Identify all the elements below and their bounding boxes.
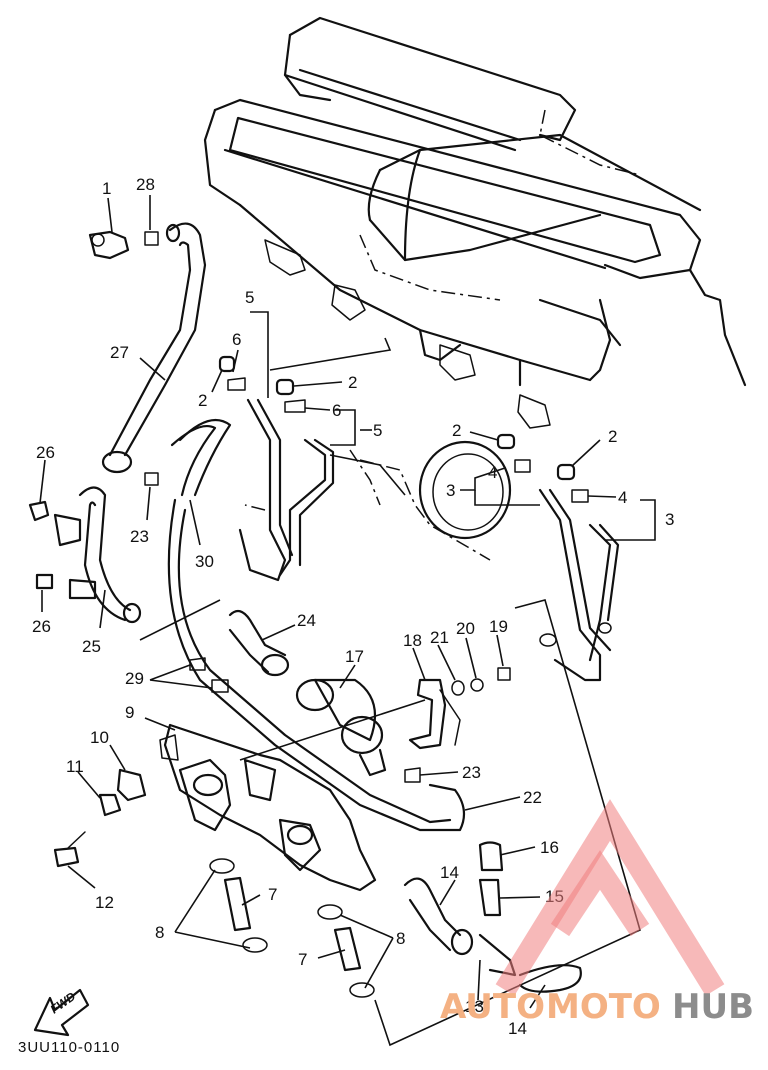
callout-12: 12 [95,893,114,912]
callout-16: 16 [540,838,559,857]
callout-26a: 26 [36,443,55,462]
watermark-hub: HUB [672,987,754,1027]
callout-4a: 4 [488,463,497,482]
callout-24: 24 [297,611,316,630]
callout-19: 19 [489,617,508,636]
callout-21: 21 [430,628,449,647]
callout-2c: 2 [452,421,461,440]
callout-20: 20 [456,619,475,638]
callout-23a: 23 [130,527,149,546]
callout-26b: 26 [32,617,51,636]
callout-5a: 5 [245,288,254,307]
callout-9: 9 [125,703,134,722]
watermark-logo: AUTO MOTO HUB [440,799,754,1027]
callout-6a: 6 [232,330,241,349]
watermark-triangle-inner [550,850,650,937]
callout-2a: 2 [198,391,207,410]
pipes-and-hoses [53,222,620,993]
fwd-label: FWD [48,989,79,1016]
callout-4b: 4 [618,488,627,507]
callout-14b: 14 [508,1019,527,1038]
watermark-triangle-outer [495,799,725,996]
callout-5b: 5 [373,421,382,440]
cylinder-head-outline [203,16,747,561]
fwd-arrow-icon: FWD [33,988,90,1037]
callout-8b: 8 [396,929,405,948]
callout-3b: 3 [665,510,674,529]
callout-2b: 2 [348,373,357,392]
callout-22: 22 [523,788,542,807]
callout-18: 18 [403,631,422,650]
callout-28: 28 [136,175,155,194]
callout-30: 30 [195,552,214,571]
callout-14a: 14 [440,863,459,882]
bracket [408,678,461,750]
callout-29: 29 [125,669,144,688]
callout-numbers: 1 28 27 5 6 2 2 6 5 2 2 4 3 4 3 26 26 23… [32,175,674,1038]
callout-25: 25 [82,637,101,656]
callout-8a: 8 [155,923,164,942]
callout-2d: 2 [608,427,617,446]
callout-3a: 3 [446,481,455,500]
callout-7b: 7 [298,950,307,969]
callout-27: 27 [110,343,129,362]
air-cut-valve-assembly [159,723,377,892]
callout-17: 17 [345,647,364,666]
callout-7a: 7 [268,885,277,904]
callout-13: 13 [465,997,484,1016]
callout-6b: 6 [332,401,341,420]
callout-1: 1 [102,179,111,198]
reed-valve-body [295,678,387,777]
callout-10: 10 [90,728,109,747]
drawing-code: 3UU110-0110 [18,1039,120,1056]
callout-11: 11 [66,757,84,776]
callout-23b: 23 [462,763,481,782]
watermark-moto: MOTO [546,987,661,1027]
watermark-auto: AUTO [440,987,545,1027]
